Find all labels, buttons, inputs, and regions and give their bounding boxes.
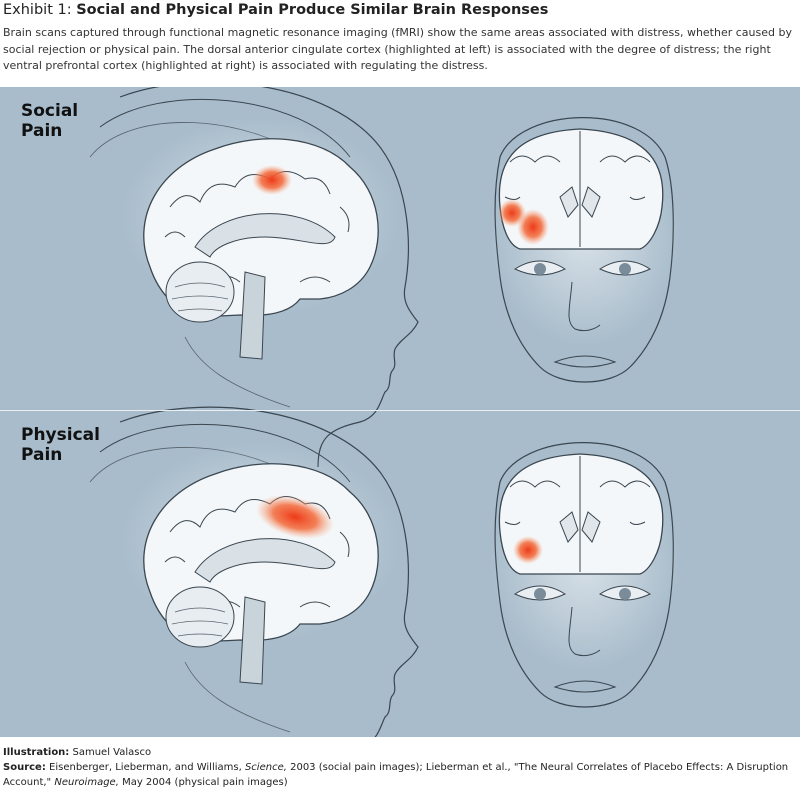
intro-text: Brain scans captured through functional … [3,26,792,72]
social-pain-side-view [89,87,419,468]
source-journal2: Neuroimage, [54,777,119,788]
physical-pain-side-view [89,406,419,737]
illustration-credit: Illustration: Samuel Valasco [3,745,798,760]
physical-cingulate-highlight [256,495,334,539]
social-cingulate-highlight [252,165,292,195]
social-prefrontal-highlight-2 [517,209,549,245]
source-part1: Eisenberger, Lieberman, and Williams, [49,762,242,773]
exhibit-label: Exhibit 1: [3,2,72,18]
exhibit-heading: Social and Physical Pain Produce Similar… [76,2,549,18]
social-pain-front-view [489,116,681,383]
physical-prefrontal-highlight [513,536,543,564]
source-part3: May 2004 (physical pain images) [122,777,288,788]
source-journal1: Science, [244,762,287,773]
brain-illustration [89,87,681,737]
source-credit: Source: Eisenberger, Lieberman, and Will… [3,760,798,790]
row-label-social-pain: Social Pain [21,101,79,141]
credits: Illustration: Samuel Valasco Source: Eis… [3,745,798,790]
source-part2: 2003 (social pain images); Lieberman et … [3,762,789,788]
illustration-panel: Social Pain Physical Pain [0,87,800,737]
row-label-physical-pain: Physical Pain [21,425,100,465]
illustration-value: Samuel Valasco [72,747,152,758]
source-label: Source: [3,762,46,773]
row-divider [0,410,800,411]
exhibit-title: Exhibit 1: Social and Physical Pain Prod… [3,2,548,18]
illustration-label: Illustration: [3,747,70,758]
physical-pain-front-view [489,441,681,708]
